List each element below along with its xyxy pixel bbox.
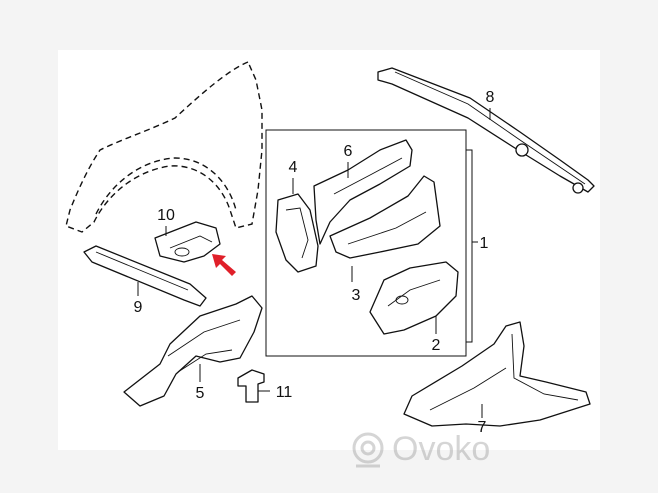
part-3-panel xyxy=(329,175,441,259)
callout-7: 7 xyxy=(478,419,487,436)
callout-1-bracket xyxy=(466,149,478,343)
detail-box xyxy=(265,129,467,357)
callout-3: 3 xyxy=(352,287,361,304)
callout-10: 10 xyxy=(157,207,175,224)
part-5-assembly xyxy=(123,295,263,407)
part-2-panel xyxy=(369,261,459,335)
part-10-bracket xyxy=(154,221,221,263)
watermark-logo-icon xyxy=(352,432,384,468)
part-7-assembly xyxy=(403,321,591,427)
callout-9: 9 xyxy=(134,299,143,316)
callout-5: 5 xyxy=(196,385,205,402)
callout-11: 11 xyxy=(276,384,293,401)
part-11-bracket xyxy=(237,369,265,403)
callout-2: 2 xyxy=(432,337,441,354)
callout-1: 1 xyxy=(480,235,489,252)
callout-8: 8 xyxy=(486,89,495,106)
part-4-panel xyxy=(275,193,319,273)
highlight-arrow xyxy=(212,254,236,276)
part-8-bar xyxy=(377,67,595,194)
watermark: Ovoko xyxy=(352,430,490,468)
part-6-panel xyxy=(313,139,413,245)
watermark-text: Ovoko xyxy=(392,430,490,468)
callout-4: 4 xyxy=(289,159,298,176)
leader-lines xyxy=(137,108,491,418)
callout-6: 6 xyxy=(344,143,353,160)
fender-outline xyxy=(65,61,263,233)
part-9-rail xyxy=(83,245,207,307)
